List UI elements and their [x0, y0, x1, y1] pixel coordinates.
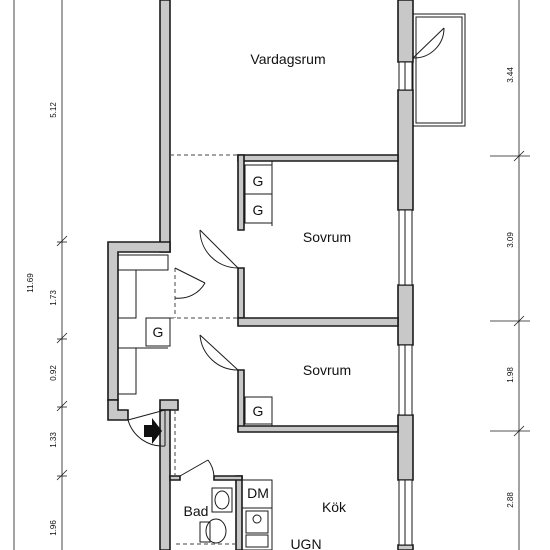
dim-left-1: 5.12	[49, 102, 58, 118]
storage-closets	[145, 161, 273, 426]
entrance-fittings	[117, 254, 169, 395]
left-dimension-chain	[13, 0, 68, 550]
balcony	[412, 13, 466, 127]
doors	[127, 229, 239, 477]
windows	[398, 61, 413, 546]
label-sovrum-2: Sovrum	[303, 362, 351, 378]
dim-right-1: 3.44	[506, 67, 515, 83]
label-g-2: G	[253, 202, 264, 218]
label-g-4: G	[253, 403, 264, 419]
label-sovrum-1: Sovrum	[303, 229, 351, 245]
room-labels: Vardagsrum Sovrum Sovrum Kök Bad DM UGN	[184, 51, 352, 550]
dim-right-3: 1.98	[506, 367, 515, 383]
dim-right-4: 2.88	[506, 492, 515, 508]
walls	[107, 0, 414, 550]
toilet-tank-icon	[199, 521, 211, 543]
label-kok: Kök	[322, 499, 347, 515]
label-g-3: G	[153, 324, 164, 340]
closet-g3	[145, 317, 171, 347]
dim-left-3: 0.92	[49, 365, 58, 381]
dim-left-5: 1.96	[49, 520, 58, 536]
right-dimension-chain	[490, 0, 530, 550]
label-g-1: G	[253, 173, 264, 189]
kitchen-fixtures	[241, 479, 273, 550]
dim-left-4: 1.33	[49, 432, 58, 448]
label-bad: Bad	[184, 503, 209, 519]
dim-left-2: 1.73	[49, 290, 58, 306]
label-dm: DM	[247, 485, 269, 501]
sink-icon	[245, 510, 269, 534]
label-ugn: UGN	[290, 536, 321, 550]
bathroom-fixtures	[176, 487, 236, 545]
dim-left-total: 11.69	[26, 273, 35, 293]
washbasin-icon	[211, 487, 233, 513]
entrance-arrow-icon	[144, 418, 162, 444]
toilet-icon	[205, 518, 227, 544]
label-vardagsrum: Vardagsrum	[250, 51, 325, 67]
dimension-labels: 11.69 5.12 1.73 0.92 1.33 1.96 3.44 3.09…	[26, 67, 515, 536]
storage-labels: G G G G	[153, 173, 264, 419]
openings	[170, 154, 238, 476]
dim-right-2: 3.09	[506, 232, 515, 248]
